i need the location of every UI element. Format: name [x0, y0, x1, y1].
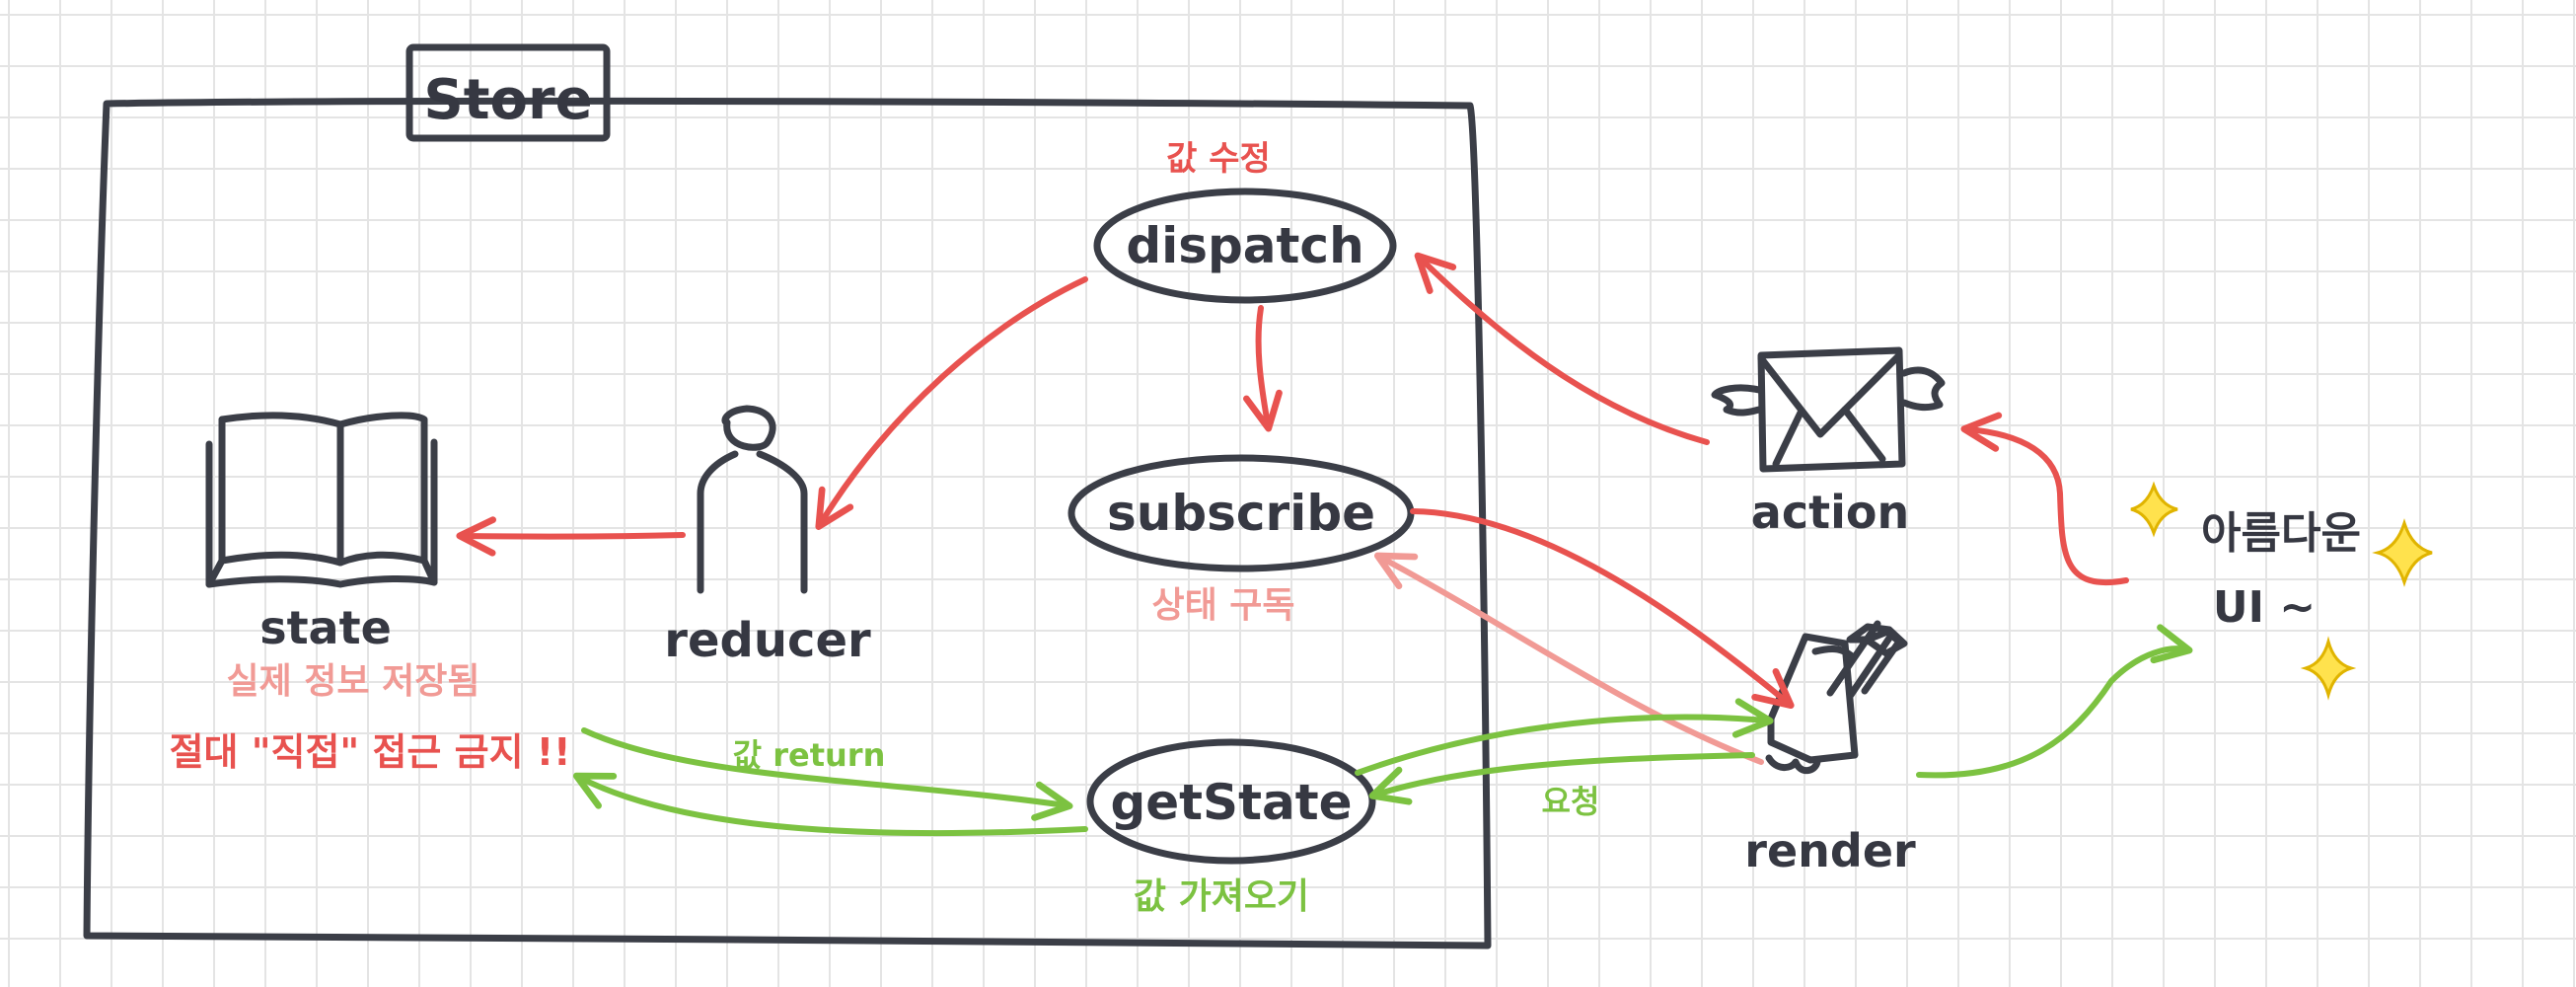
ui-label-line2: UI ~	[2213, 582, 2316, 633]
getstate-label: getState	[1110, 774, 1352, 831]
dispatch-node	[1093, 188, 1397, 304]
arrow-render-to-subscribe	[1373, 552, 1764, 765]
sparkle-icon	[2300, 636, 2357, 701]
reducer-label: reducer	[664, 613, 871, 668]
subscribe-note: 상태 구독	[1151, 585, 1294, 626]
arrow-getstate-to-state	[572, 772, 1088, 837]
store-title: Store	[423, 68, 592, 132]
sparkle-icon	[2372, 518, 2433, 587]
getstate-note: 값 가져오기	[1134, 876, 1309, 917]
book-icon	[205, 412, 438, 588]
state-note: 실제 정보 저장됨	[227, 661, 480, 702]
arrow-render-to-getstate	[1368, 752, 1755, 805]
action-label: action	[1751, 486, 1909, 539]
sparkle-icon	[2130, 481, 2178, 538]
render-label: render	[1744, 824, 1916, 877]
arrow-dispatch-to-subscribe	[1243, 305, 1283, 432]
person-icon	[697, 405, 808, 594]
envelope-icon	[1711, 346, 1946, 473]
ui-label-line1: 아름다운	[2201, 508, 2361, 559]
arrow-ui-to-action	[1960, 412, 2129, 585]
dispatch-label: dispatch	[1126, 217, 1363, 274]
subscribe-label: subscribe	[1107, 485, 1375, 542]
store-container	[83, 97, 1492, 949]
dispatch-note: 값 수정	[1166, 139, 1271, 179]
state-label: state	[259, 601, 392, 654]
arrow-state-to-getstate	[581, 727, 1073, 821]
arrow-subscribe-to-render	[1410, 508, 1795, 710]
request-label: 요청	[1542, 783, 1600, 820]
return-label: 값 return	[733, 736, 886, 774]
brush-icon	[1765, 620, 1908, 775]
arrow-render-to-ui	[1916, 624, 2193, 779]
state-warning: 절대 "직접" 접근 금지 !!	[170, 730, 571, 774]
arrow-getstate-to-render	[1355, 698, 1774, 776]
arrow-action-to-dispatch	[1414, 252, 1710, 445]
arrow-dispatch-to-reducer	[815, 276, 1088, 530]
arrow-reducer-to-state	[456, 516, 686, 557]
store-title-box	[405, 43, 611, 142]
